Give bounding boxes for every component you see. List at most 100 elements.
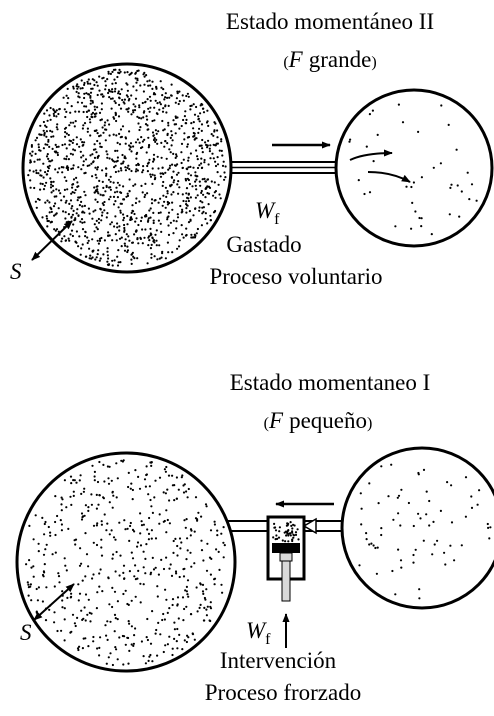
particle <box>148 144 151 147</box>
particle <box>198 606 201 610</box>
particle <box>99 568 102 571</box>
particle <box>401 121 405 124</box>
particle <box>443 551 446 554</box>
particle <box>69 596 72 599</box>
particle <box>75 481 78 484</box>
particle <box>208 556 212 559</box>
particle <box>291 539 294 543</box>
particle <box>95 543 99 547</box>
particle <box>57 575 61 578</box>
particle <box>165 157 168 160</box>
particle <box>174 164 177 167</box>
particle <box>118 574 121 577</box>
particle <box>90 113 93 116</box>
particle <box>200 162 203 165</box>
particle <box>161 110 165 113</box>
particle <box>80 101 84 104</box>
particle <box>185 200 188 203</box>
particle <box>155 628 158 632</box>
particle <box>118 143 122 146</box>
particle <box>131 557 135 560</box>
particle <box>129 524 132 528</box>
particle <box>131 204 134 207</box>
particle <box>60 523 64 526</box>
particle <box>116 75 119 79</box>
particle <box>161 204 164 207</box>
particle <box>183 115 186 118</box>
particle <box>112 494 115 497</box>
particle <box>294 533 298 537</box>
particle <box>136 545 139 548</box>
particle <box>64 564 67 567</box>
particle <box>84 235 87 238</box>
particle <box>185 167 188 170</box>
particle <box>44 520 47 524</box>
particle <box>102 496 105 499</box>
particle <box>222 526 225 529</box>
particle <box>165 111 168 114</box>
particle <box>447 123 450 126</box>
particle <box>162 88 165 91</box>
particle <box>117 206 120 209</box>
particle <box>128 168 131 171</box>
particle <box>167 104 170 107</box>
particle <box>154 129 157 132</box>
particle <box>32 565 35 568</box>
particle <box>98 654 101 657</box>
particle <box>62 195 66 198</box>
particle <box>291 527 294 530</box>
particle <box>152 211 155 214</box>
particle <box>139 84 142 87</box>
particle <box>102 76 105 79</box>
particle <box>31 150 34 153</box>
particle <box>109 195 112 198</box>
particle <box>159 175 163 178</box>
particle <box>159 103 162 106</box>
particle <box>102 194 105 197</box>
particle <box>44 548 47 551</box>
particle <box>149 247 152 250</box>
particle <box>198 206 201 209</box>
particle <box>45 125 48 129</box>
particle <box>188 182 191 186</box>
particle <box>122 216 126 219</box>
particle <box>149 106 152 109</box>
particle <box>53 621 56 624</box>
particle <box>159 172 162 175</box>
particle <box>128 189 131 193</box>
particle <box>125 108 128 111</box>
particle <box>214 164 218 168</box>
particle <box>35 136 39 139</box>
particle <box>66 87 69 90</box>
particle <box>140 184 143 187</box>
particle <box>99 257 102 260</box>
particle <box>70 192 73 195</box>
particle <box>204 141 207 144</box>
particle <box>74 120 77 123</box>
particle <box>153 106 156 109</box>
particle <box>107 88 111 91</box>
particle <box>166 96 169 99</box>
particle <box>48 608 51 611</box>
particle <box>145 543 148 546</box>
particle <box>204 180 207 183</box>
particle <box>146 80 149 83</box>
particle <box>177 192 180 195</box>
particle <box>91 250 94 253</box>
particle <box>84 532 87 535</box>
particle <box>136 115 139 118</box>
particle <box>156 155 159 158</box>
particle <box>191 236 194 239</box>
particle <box>133 109 137 112</box>
particle <box>152 239 156 242</box>
particle <box>63 108 66 111</box>
particle <box>53 228 56 231</box>
particle <box>425 490 428 493</box>
particle <box>63 639 66 642</box>
particle <box>93 129 96 132</box>
particle <box>202 559 205 562</box>
particle <box>123 156 126 159</box>
particle <box>153 199 156 202</box>
particle <box>116 477 119 480</box>
particle <box>108 465 111 468</box>
